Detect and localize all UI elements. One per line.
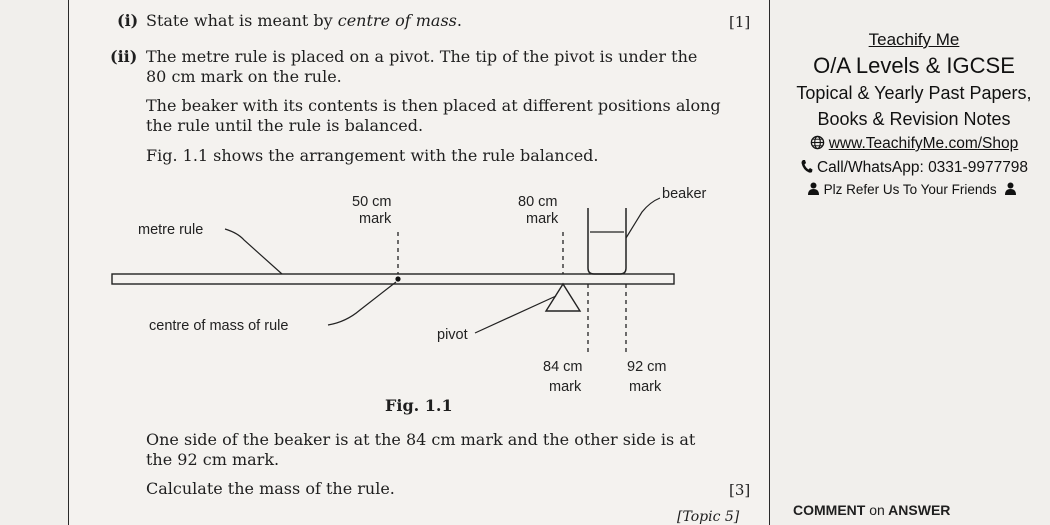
after-line2: the 92 cm mark.	[146, 450, 280, 469]
person-icon	[807, 182, 819, 195]
pivot-leader	[474, 295, 557, 334]
teachify-ad: Teachify Me O/A Levels & IGCSE Topical &…	[778, 30, 1050, 200]
calc-marks: [3]	[729, 481, 751, 499]
label-84cm-mark: mark	[549, 379, 582, 395]
label-centre-of-mass: centre of mass of rule	[149, 318, 288, 334]
label-metre-rule: metre rule	[138, 222, 203, 238]
fig-intro: Fig. 1.1 shows the arrangement with the …	[146, 146, 599, 165]
part-i-marks: [1]	[729, 13, 751, 31]
label-beaker: beaker	[662, 186, 707, 202]
ad-levels: O/A Levels & IGCSE	[813, 53, 1015, 78]
ad-line1: Topical & Yearly Past Papers,	[796, 83, 1032, 103]
label-80cm: 80 cm	[518, 194, 558, 210]
part-ii-line1: The metre rule is placed on a pivot. The…	[146, 47, 698, 66]
comment-on-answer: COMMENT on ANSWER	[793, 502, 951, 518]
label-80cm-mark: mark	[526, 211, 559, 227]
beaker-shape	[587, 208, 627, 275]
part-i-text: State what is meant by centre of mass.	[146, 11, 462, 30]
ad-line2: Books & Revision Notes	[817, 109, 1011, 129]
phone-icon	[801, 160, 813, 173]
part-ii-number: (ii)	[110, 47, 138, 66]
person-icon	[1005, 182, 1017, 195]
part-i-number: (i)	[117, 11, 139, 30]
globe-icon	[810, 135, 824, 150]
calc-instruction: Calculate the mass of the rule.	[146, 479, 395, 498]
para2-line1: The beaker with its contents is then pla…	[146, 96, 721, 115]
centre-leader	[327, 281, 397, 326]
ad-shop-link[interactable]: www.TeachifyMe.com/Shop	[778, 132, 1050, 156]
label-92cm-mark: mark	[629, 379, 662, 395]
para2-line2: the rule until the rule is balanced.	[146, 116, 424, 135]
label-pivot: pivot	[437, 327, 468, 343]
after-line1: One side of the beaker is at the 84 cm m…	[146, 430, 696, 449]
label-84cm: 84 cm	[543, 359, 583, 375]
exam-page	[68, 0, 770, 525]
metre-rule	[111, 273, 675, 285]
ad-call: Call/WhatsApp: 0331-9977798	[778, 156, 1050, 180]
beaker-leader	[625, 197, 661, 239]
centre-of-mass-dot	[395, 276, 401, 282]
pivot-triangle	[544, 282, 582, 312]
ad-refer: Plz Refer Us To Your Friends	[778, 180, 1050, 200]
metre-rule-leader	[224, 228, 283, 275]
label-50cm: 50 cm	[352, 194, 392, 210]
label-92cm: 92 cm	[627, 359, 667, 375]
figure-caption: Fig. 1.1	[385, 396, 453, 415]
ad-brand: Teachify Me	[868, 30, 960, 49]
part-ii-line2: 80 cm mark on the rule.	[146, 67, 342, 86]
label-50cm-mark: mark	[359, 211, 392, 227]
topic-label: [Topic 5]	[677, 509, 740, 525]
